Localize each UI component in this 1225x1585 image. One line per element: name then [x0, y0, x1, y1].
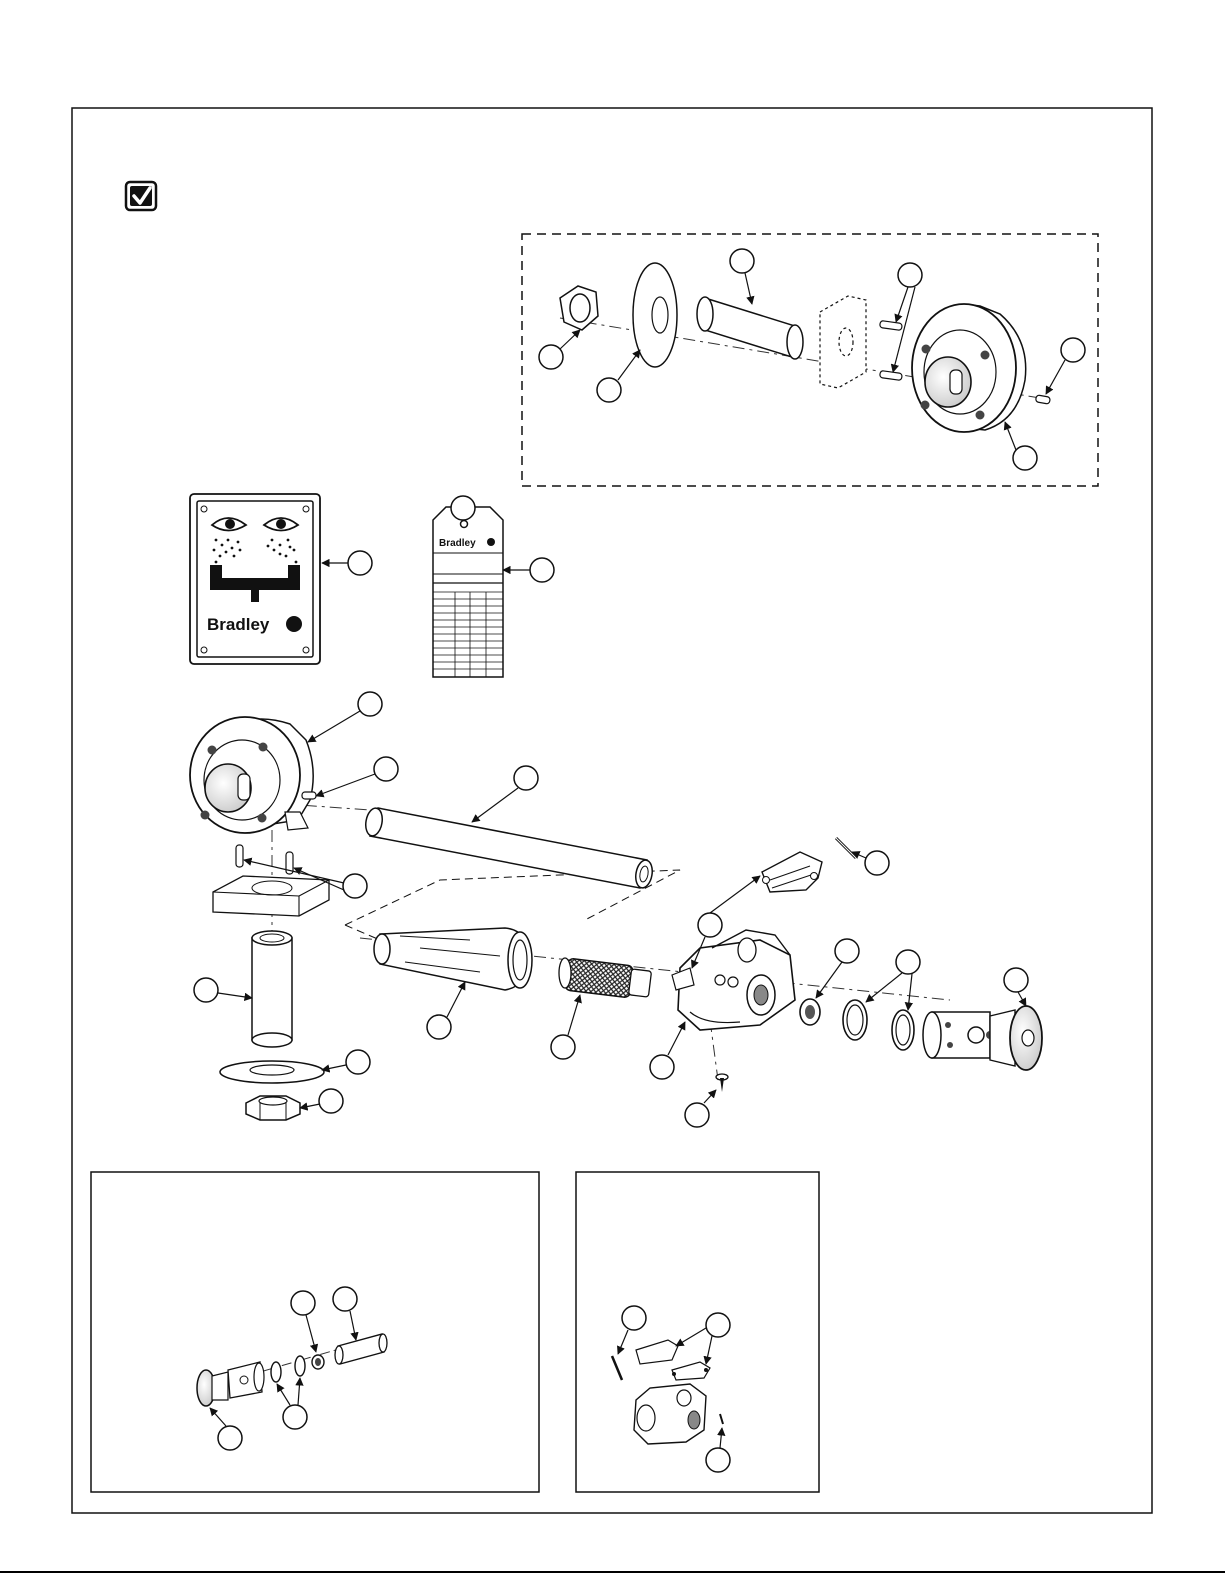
strainer-part — [559, 958, 652, 998]
eyewash-sign-icon: Bradley — [190, 494, 320, 664]
footer-rule — [0, 1571, 1225, 1573]
outlet-head-part — [923, 1006, 1042, 1070]
valve-body-part — [672, 930, 795, 1030]
wall-block-part — [820, 296, 866, 388]
inspection-tag-part: Bradley — [433, 507, 503, 677]
mounting-plate-part — [213, 876, 329, 916]
sign-brand-logo: Bradley — [207, 615, 270, 634]
kit-inset-right — [576, 1172, 819, 1492]
kit-inset-left — [91, 1172, 539, 1492]
valve-housing-part — [912, 304, 1026, 432]
tag-brand-logo: Bradley — [439, 538, 476, 549]
main-valve-assembly — [190, 692, 1042, 1127]
hex-nut-part — [246, 1096, 300, 1120]
supply-nipple-part — [252, 931, 292, 1047]
check-mark-icon — [126, 182, 156, 210]
handle-sleeve-part — [374, 928, 532, 990]
lever-flag-part — [762, 852, 822, 892]
valve-housing-part — [190, 717, 316, 833]
screw-part — [716, 1074, 728, 1092]
optional-concealed-kit-group — [522, 234, 1098, 486]
callout-balloon — [194, 692, 1028, 1127]
